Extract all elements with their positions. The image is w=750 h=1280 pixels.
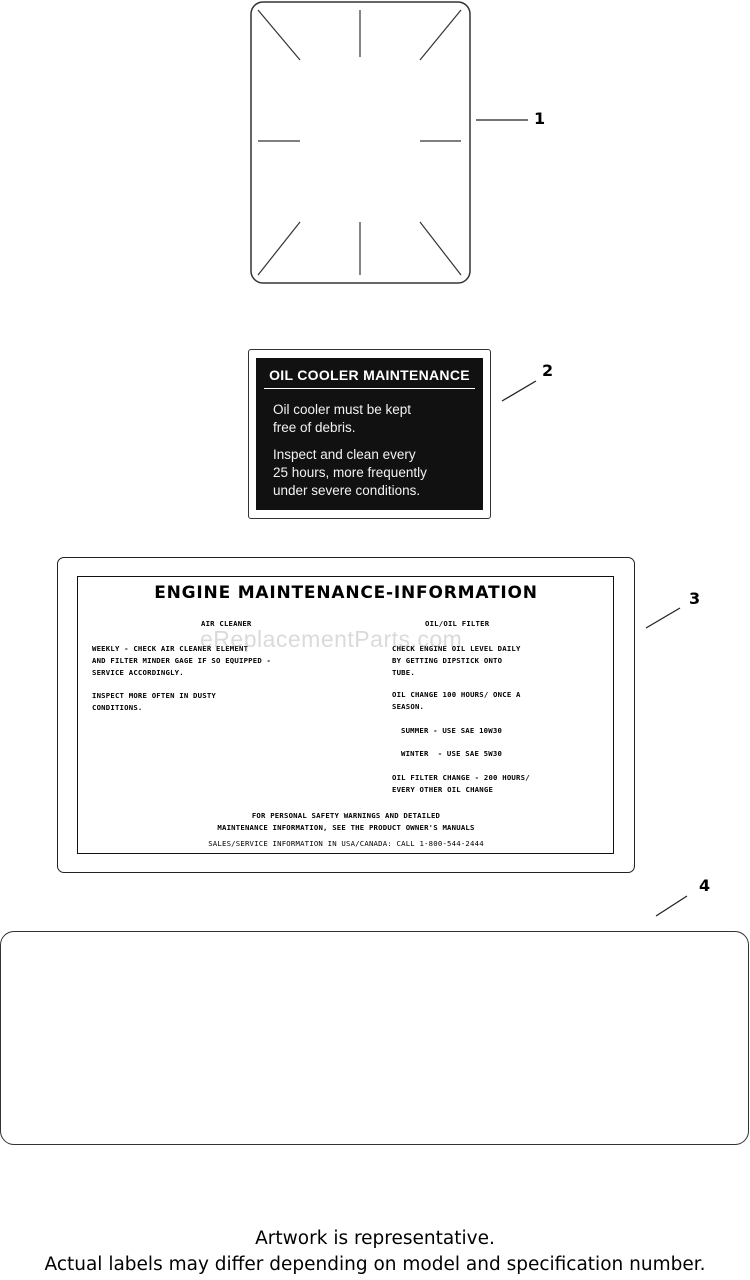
oil-filter-line: TUBE. — [392, 668, 415, 677]
oil-filter-heading: OIL/OIL FILTER — [425, 619, 490, 628]
decal-3-panel — [77, 576, 614, 854]
callout-3-leader — [645, 607, 681, 629]
oil-filter-line: OIL CHANGE 100 HOURS/ ONCE A — [392, 690, 521, 699]
oil-filter-line: WINTER - USE SAE 5W30 — [401, 749, 503, 758]
callout-4-leader — [655, 895, 688, 917]
engine-decal-footer-line: SALES/SERVICE INFORMATION IN USA/CANADA:… — [208, 839, 484, 848]
engine-decal-footer-line: FOR PERSONAL SAFETY WARNINGS AND DETAILE… — [251, 811, 441, 820]
oil-filter-line: SEASON. — [392, 702, 425, 711]
engine-decal-title: ENGINE MAINTENANCE-INFORMATION — [154, 583, 538, 603]
air-cleaner-line: WEEKLY - CHECK AIR CLEANER ELEMENT — [92, 644, 249, 653]
decal-2-oil-cooler: OIL COOLER MAINTENANCE Oil cooler must b… — [248, 349, 491, 519]
decal-2-panel: OIL COOLER MAINTENANCE Oil cooler must b… — [256, 358, 483, 510]
oil-filter-line: EVERY OTHER OIL CHANGE — [392, 785, 494, 794]
decal-4-blank-label — [0, 931, 749, 1145]
oil-cooler-line: Inspect and clean every — [273, 447, 416, 462]
oil-filter-line: OIL FILTER CHANGE - 200 HOURS/ — [392, 773, 530, 782]
oil-cooler-line: Oil cooler must be kept — [273, 402, 412, 417]
air-cleaner-line: AND FILTER MINDER GAGE IF SO EQUIPPED - — [92, 656, 272, 665]
callout-2: 2 — [542, 361, 554, 380]
watermark: eReplacementParts.com — [200, 626, 463, 652]
engine-decal-footer-line: MAINTENANCE INFORMATION, SEE THE PRODUCT… — [217, 823, 475, 832]
air-cleaner-line: SERVICE ACCORDINGLY. — [92, 668, 184, 677]
callout-2-leader — [501, 380, 537, 402]
oil-filter-line: BY GETTING DIPSTICK ONTO — [392, 656, 503, 665]
callout-1: 1 — [534, 109, 546, 128]
oil-filter-line: CHECK ENGINE OIL LEVEL DAILY — [392, 644, 521, 653]
decal-1-blank-label — [250, 1, 471, 284]
oil-cooler-line: free of debris. — [273, 420, 356, 435]
oil-cooler-line: under severe conditions. — [273, 483, 421, 498]
oil-cooler-line: 25 hours, more frequently — [273, 465, 427, 480]
callout-3: 3 — [689, 589, 701, 608]
engine-decal-content: ENGINE MAINTENANCE-INFORMATION AIR CLEAN… — [57, 557, 635, 873]
oil-filter-line: SUMMER - USE SAE 10W30 — [401, 726, 503, 735]
callout-4: 4 — [699, 876, 711, 895]
footer-note-line-2: Actual labels may differ depending on mo… — [44, 1254, 706, 1275]
air-cleaner-line: CONDITIONS. — [92, 703, 143, 712]
footer-note-line-1: Artwork is representative. — [255, 1228, 495, 1249]
oil-cooler-title: OIL COOLER MAINTENANCE — [264, 367, 475, 389]
air-cleaner-heading: AIR CLEANER — [201, 619, 252, 628]
air-cleaner-line: INSPECT MORE OFTEN IN DUSTY — [92, 691, 217, 700]
callout-1-leader — [476, 119, 528, 121]
decal-3-engine-maintenance — [57, 557, 635, 873]
